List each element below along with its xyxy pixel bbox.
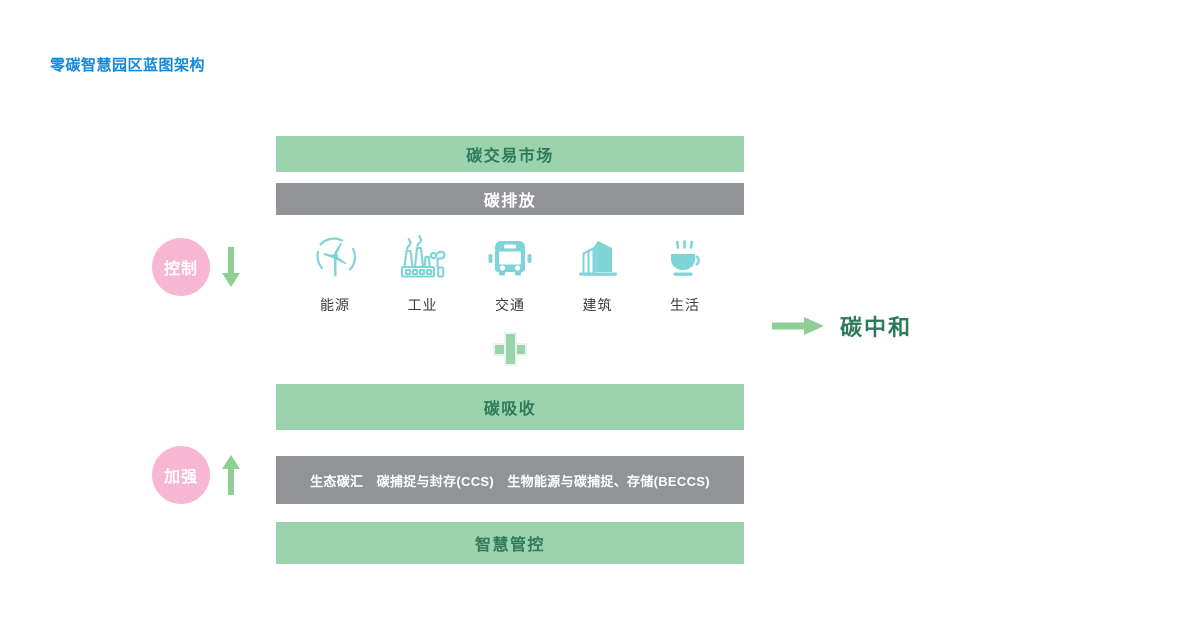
bar-carbon-emission-label: 碳排放 bbox=[483, 193, 537, 210]
marker-control-circle: 控制 bbox=[152, 238, 210, 296]
sector-industry-label: 工业 bbox=[407, 297, 438, 313]
carbon-neutral-callout: 碳中和 bbox=[770, 310, 912, 342]
plus-sign-icon bbox=[493, 332, 527, 366]
sector-building-label: 建筑 bbox=[582, 297, 613, 313]
bar-carbon-absorption-label: 碳吸收 bbox=[483, 401, 537, 418]
bar-smart-management: 智慧管控 bbox=[276, 522, 744, 564]
plus-sign-horizontal-bar bbox=[493, 343, 527, 356]
building-icon bbox=[574, 232, 622, 284]
marker-enhance: 加强 bbox=[152, 446, 244, 504]
sector-icon-row: 能源 bbox=[276, 232, 744, 315]
marker-control-label: 控制 bbox=[163, 261, 198, 278]
carbon-neutral-label: 碳中和 bbox=[840, 315, 913, 340]
plus-sign-vertical-bar bbox=[504, 332, 517, 366]
down-arrow-icon bbox=[218, 244, 244, 290]
sector-living-label: 生活 bbox=[670, 297, 700, 313]
coffee-cup-icon bbox=[662, 232, 708, 284]
marker-enhance-label: 加强 bbox=[163, 469, 198, 486]
marker-enhance-circle: 加强 bbox=[152, 446, 210, 504]
bar-carbon-emission: 碳排放 bbox=[276, 183, 744, 215]
up-arrow-icon bbox=[218, 452, 244, 498]
sector-living: 生活 bbox=[648, 232, 722, 315]
bar-carbon-absorption: 碳吸收 bbox=[276, 384, 744, 430]
right-arrow-icon bbox=[770, 313, 826, 339]
bar-carbon-trading-market-label: 碳交易市场 bbox=[466, 148, 554, 165]
sector-energy: 能源 bbox=[298, 232, 372, 315]
factory-icon bbox=[397, 232, 449, 284]
wind-turbine-icon bbox=[312, 232, 358, 284]
marker-control: 控制 bbox=[152, 238, 244, 296]
bar-smart-management-label: 智慧管控 bbox=[474, 537, 545, 554]
bar-carbon-sink-technologies: 生态碳汇 碳捕捉与封存(CCS) 生物能源与碳捕捉、存储(BECCS) bbox=[276, 456, 744, 504]
bar-carbon-trading-market: 碳交易市场 bbox=[276, 136, 744, 172]
sector-energy-label: 能源 bbox=[320, 297, 350, 313]
page-title: 零碳智慧园区蓝图架构 bbox=[50, 57, 206, 74]
sector-transport-label: 交通 bbox=[495, 297, 525, 313]
sector-transport: 交通 bbox=[473, 232, 547, 315]
bus-icon bbox=[488, 232, 532, 284]
sector-industry: 工业 bbox=[386, 232, 460, 315]
bar-carbon-sink-technologies-label: 生态碳汇 碳捕捉与封存(CCS) 生物能源与碳捕捉、存储(BECCS) bbox=[310, 473, 710, 489]
sector-building: 建筑 bbox=[561, 232, 635, 315]
